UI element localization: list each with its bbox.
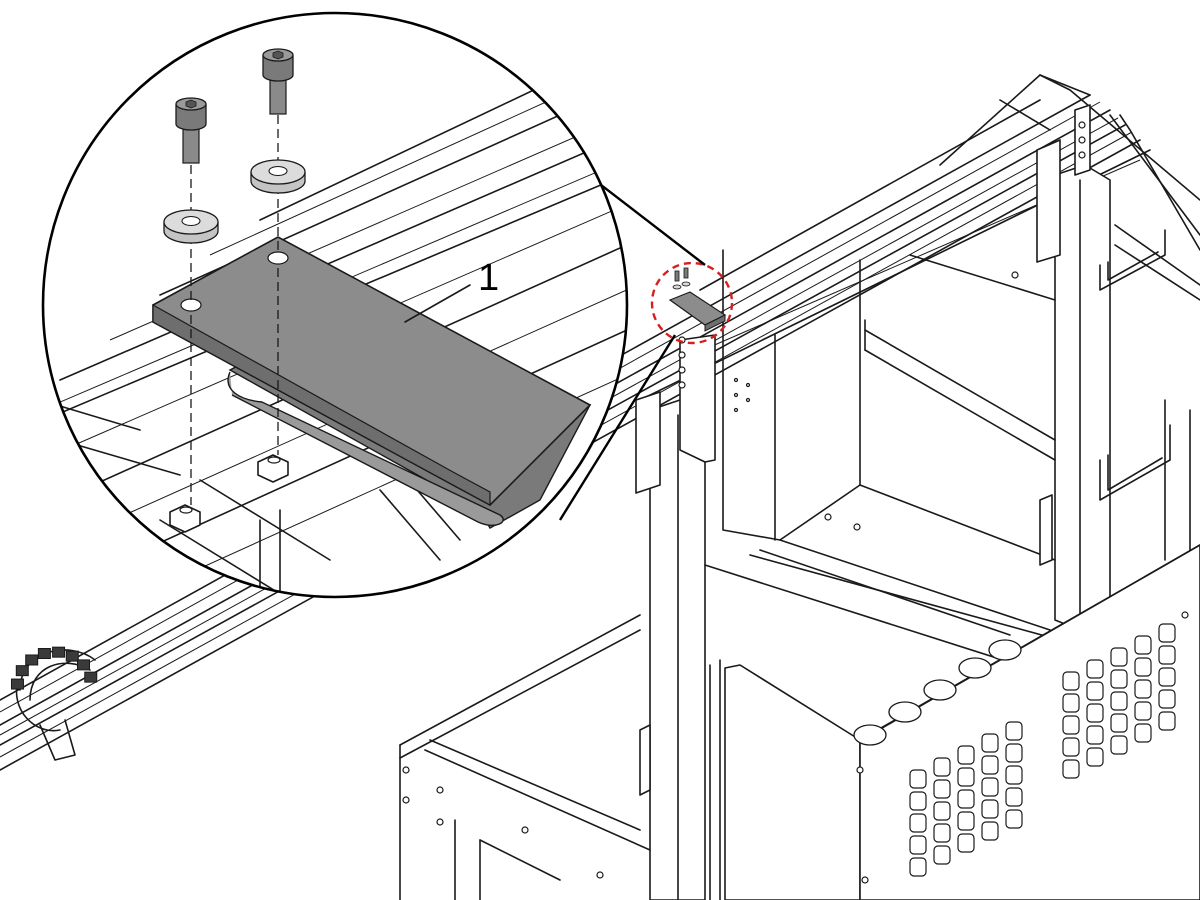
vent-hole — [909, 791, 927, 811]
vent-hole — [909, 857, 927, 877]
vent-hole — [957, 767, 975, 787]
perforated-panel — [724, 544, 1200, 900]
chain-links — [10, 646, 98, 690]
vent-hole — [1086, 747, 1104, 767]
vent-hole — [957, 745, 975, 765]
vent-hole — [1005, 787, 1023, 807]
vent-hole — [957, 789, 975, 809]
vent-hole — [1005, 721, 1023, 741]
detail-view-content: 1 — [43, 29, 627, 597]
vent-hole — [909, 813, 927, 833]
vertical-post-right — [1036, 104, 1111, 631]
vent-hole — [1134, 657, 1152, 677]
vent-holes-left — [909, 721, 1023, 877]
vent-hole — [957, 833, 975, 853]
vent-hole — [1110, 691, 1128, 711]
inner-cabinet — [722, 249, 1056, 631]
vent-hole — [1110, 669, 1128, 689]
vent-hole — [933, 823, 951, 843]
vent-hole — [933, 779, 951, 799]
vent-hole — [1134, 701, 1152, 721]
upper-frame — [999, 74, 1200, 301]
chain-link — [15, 665, 29, 677]
vent-hole — [1158, 645, 1176, 665]
detail-callout: 1 — [41, 11, 706, 599]
vent-hole — [1005, 765, 1023, 785]
vent-hole — [1158, 689, 1176, 709]
screw-right — [262, 48, 294, 115]
vent-hole — [933, 845, 951, 865]
chain-link — [65, 650, 79, 662]
vent-holes-right — [1062, 623, 1176, 779]
vent-hole — [981, 755, 999, 775]
vent-hole — [1086, 681, 1104, 701]
vent-hole — [1110, 647, 1128, 667]
chain-link — [77, 659, 91, 671]
mounting-plate — [152, 236, 592, 529]
vent-hole — [1110, 735, 1128, 755]
vent-hole — [1062, 693, 1080, 713]
vent-hole — [981, 777, 999, 797]
vent-hole — [1134, 635, 1152, 655]
plate-hole-right — [267, 251, 289, 265]
plate-hole-left — [180, 298, 202, 312]
vent-hole — [1062, 671, 1080, 691]
machine-frame — [0, 74, 1200, 900]
vent-hole — [1005, 743, 1023, 763]
mounting-plate-small — [668, 267, 727, 332]
screw-left — [175, 97, 207, 164]
plate-front-edge — [152, 303, 491, 507]
vent-hole — [1005, 809, 1023, 829]
vent-hole — [1086, 659, 1104, 679]
chain-link — [84, 671, 98, 683]
vent-hole — [909, 835, 927, 855]
vent-hole — [1086, 703, 1104, 723]
vent-hole — [1134, 679, 1152, 699]
vent-hole — [1086, 725, 1104, 745]
vent-hole — [1158, 667, 1176, 687]
vertical-post-left — [635, 334, 716, 900]
washer-right — [250, 159, 306, 194]
side-handles — [1099, 229, 1191, 561]
callout-leader-1 — [404, 284, 471, 323]
vent-hole — [909, 769, 927, 789]
callout-label-1: 1 — [478, 257, 499, 299]
washer-left — [163, 209, 219, 244]
vent-hole — [1062, 737, 1080, 757]
chain-link — [25, 654, 39, 666]
detail-highlight-circle — [650, 261, 734, 345]
chain-link — [52, 646, 66, 658]
chain-link — [37, 648, 51, 660]
vent-hole — [933, 801, 951, 821]
vent-hole — [1134, 723, 1152, 743]
vent-hole — [1110, 713, 1128, 733]
vent-hole — [933, 757, 951, 777]
vent-hole — [1158, 623, 1176, 643]
chain-link — [10, 678, 24, 690]
vent-hole — [1158, 711, 1176, 731]
vent-hole — [981, 821, 999, 841]
vent-hole — [981, 733, 999, 753]
vent-hole — [1062, 759, 1080, 779]
vent-hole — [981, 799, 999, 819]
vent-hole — [1062, 715, 1080, 735]
leader-line-bottom — [558, 334, 677, 521]
cable-chain — [10, 646, 98, 761]
detail-magnifier-border — [41, 11, 629, 599]
plate-rolled-edge — [227, 371, 504, 526]
vent-hole — [957, 811, 975, 831]
